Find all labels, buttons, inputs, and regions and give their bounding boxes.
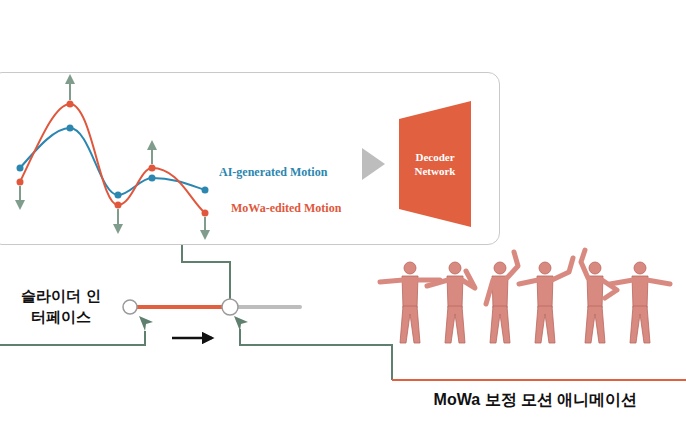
- figure-arms: [380, 280, 440, 282]
- leader-line: [0, 331, 145, 345]
- edit-arrow: [117, 209, 119, 232]
- connector-line: [240, 333, 385, 345]
- motion-panel: AI-generated MotionMoWa-edited Motion Dec…: [0, 72, 500, 245]
- figure-legs: [400, 306, 420, 343]
- leader-line: [229, 283, 231, 299]
- human-figure: [519, 258, 573, 343]
- cursor-pointer: [234, 316, 248, 331]
- human-figure: [486, 252, 518, 343]
- figure-head: [634, 262, 646, 274]
- connector-line: [182, 245, 230, 283]
- figure-legs: [585, 306, 605, 343]
- figure-arms: [486, 252, 518, 304]
- edited-curve: [20, 104, 205, 213]
- figure-head: [539, 262, 551, 274]
- decoder-trapezoid: Decoder Network: [399, 101, 471, 227]
- direction-arrow: [172, 337, 212, 340]
- decoder-label: Decoder Network: [406, 150, 464, 179]
- figure-legs: [535, 306, 555, 343]
- decoder-trapezoid: [399, 101, 471, 227]
- edit-arrow: [151, 142, 153, 164]
- curve-label: AI-generated Motion: [219, 165, 327, 180]
- decoder-shape: [399, 101, 471, 227]
- figure-head: [404, 262, 416, 274]
- animation-group: MoWa 보정 모션 애니메이션: [385, 250, 686, 422]
- human-figure: [380, 262, 440, 343]
- baseline: [392, 379, 686, 381]
- slider-knob: [123, 300, 137, 314]
- figure-head: [589, 262, 601, 274]
- leader-line: [385, 345, 392, 380]
- figure-head: [494, 262, 506, 274]
- figure-arms: [581, 250, 617, 298]
- human-figure: [581, 250, 617, 343]
- figure-arms: [427, 271, 475, 288]
- edit-arrow: [204, 217, 206, 238]
- slider-label: 슬라이더 인터페이스: [15, 285, 107, 327]
- human-figure: [610, 262, 670, 343]
- slider-interface: 슬라이더 인터페이스: [15, 283, 315, 333]
- figure-legs: [630, 306, 650, 343]
- flow-chevron: [362, 148, 385, 180]
- figure-arms: [519, 258, 573, 284]
- slider-track: [230, 305, 300, 309]
- curve-label: MoWa-edited Motion: [231, 201, 341, 216]
- slider-knob: [222, 299, 238, 315]
- edited-points: [16, 100, 208, 216]
- ai-points: [16, 124, 208, 198]
- ai-curve: [20, 128, 205, 195]
- edit-arrow: [19, 186, 21, 208]
- figure-head: [449, 262, 461, 274]
- figure-legs: [490, 306, 510, 343]
- edit-arrow: [69, 76, 71, 100]
- figure-arms: [610, 280, 670, 284]
- caption-label: MoWa 보정 모션 애니메이션: [385, 390, 686, 411]
- cursor-pointer: [139, 316, 153, 331]
- human-figure: [427, 262, 475, 343]
- figure-legs: [445, 306, 465, 343]
- slider-fill: [130, 305, 230, 309]
